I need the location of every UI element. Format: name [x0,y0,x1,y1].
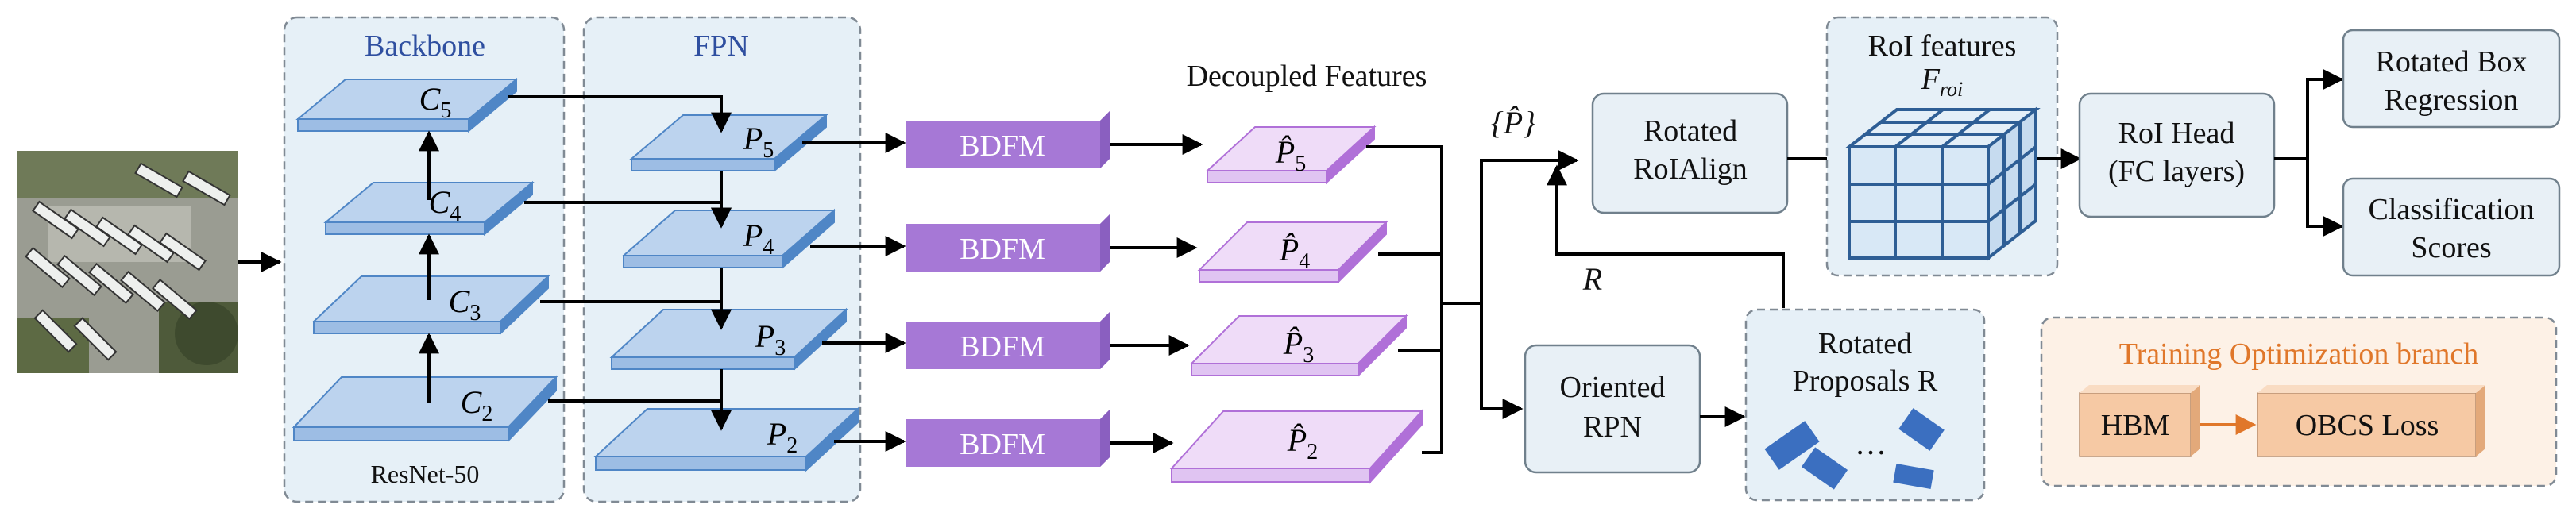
input-aerial-image [17,151,238,373]
c5-label: C5 [419,81,452,123]
decoupled-slab-p3: P̂3 [1189,314,1408,378]
backbone-slab-c3: C3 [311,274,550,336]
decoupled-slab-p4: P̂4 [1197,220,1388,284]
bdfm-block-4: BDFM [906,410,1110,467]
backbone-slab-c2: C2 [292,375,558,443]
fpn-title: FPN [693,29,749,63]
bdfm-block-1: BDFM [906,111,1110,168]
rotated-box-regression-box: Rotated Box Regression [2342,29,2561,129]
training-branch-title: Training Optimization branch [2119,337,2478,371]
r-label: R [1582,261,1602,297]
obcs-loss-box: OBCS Loss [2257,385,2485,457]
svg-text:RoI features: RoI features [1868,29,2017,63]
decoupled-slab-p2: P̂2 [1169,409,1424,484]
svg-text:(FC layers): (FC layers) [2108,155,2245,188]
svg-text:P̂4: P̂4 [1279,232,1310,274]
p3-label: P3 [755,318,786,360]
svg-text:Regression: Regression [2385,83,2519,117]
c2-label: C2 [461,384,493,426]
roi-feature-cube [1844,106,2041,262]
bdfm-block-3: BDFM [906,312,1110,369]
fpn-slab-p3: P3 [609,307,848,372]
fpn-to-bdfm-arrows [802,133,906,452]
svg-text:RPN: RPN [1583,410,1642,444]
svg-text:Classification: Classification [2369,193,2535,226]
backbone-title: Backbone [365,29,485,63]
svg-text:Proposals R: Proposals R [1793,364,1938,398]
p4-label: P4 [743,218,774,260]
roi-head-box: RoI Head (FC layers) [2078,92,2276,218]
fpn-slab-p4: P4 [621,208,836,270]
svg-text:Froi: Froi [1921,63,1964,101]
fpn-connections [508,95,732,431]
c3-label: C3 [449,283,481,325]
svg-text:RoI Head: RoI Head [2118,117,2235,150]
decoupled-title: Decoupled Features [1187,60,1427,93]
svg-text:Rotated: Rotated [1818,327,1912,360]
bdfm-to-decoupled-arrows [1110,134,1203,453]
svg-text:Rotated Box: Rotated Box [2375,45,2527,79]
svg-text:Oriented: Oriented [1560,371,1666,404]
training-branch-panel: Training Optimization branch HBM OBCS Lo… [2040,316,2558,487]
backbone-footer: ResNet-50 [371,460,480,488]
classification-scores-box: Classification Scores [2342,177,2561,277]
proposals-feedback-arrow [1547,164,1785,308]
svg-text:BDFM: BDFM [960,428,1045,461]
c4-label: C4 [429,184,462,226]
p5-label: P5 [743,121,774,163]
svg-text:BDFM: BDFM [960,129,1045,163]
p2-label: P2 [767,416,798,458]
svg-text:…: … [1855,426,1887,461]
svg-text:BDFM: BDFM [960,330,1045,364]
backbone-slab-c4: C4 [323,180,535,237]
svg-text:RoIAlign: RoIAlign [1633,152,1748,186]
feature-set-label: {P̂} [1491,105,1535,141]
fpn-slab-p5: P5 [629,113,828,173]
svg-text:HBM: HBM [2101,409,2170,442]
svg-text:BDFM: BDFM [960,233,1045,266]
svg-text:P̂2: P̂2 [1287,422,1318,464]
svg-text:P̂5: P̂5 [1275,134,1306,176]
rotated-roialign-box: Rotated RoIAlign [1591,92,1789,214]
svg-text:OBCS Loss: OBCS Loss [2296,409,2439,442]
oriented-rpn-box: Oriented RPN [1524,344,1701,474]
svg-text:Rotated: Rotated [1643,114,1737,148]
hbm-box: HBM [2079,385,2200,457]
backbone-slab-c5: C5 [295,77,519,133]
svg-text:P̂3: P̂3 [1283,325,1314,368]
fpn-slab-p2: P2 [593,406,860,472]
rotated-proposals-panel: Rotated Proposals R … [1744,308,1986,502]
head-output-arrows [2274,69,2344,237]
decoupled-merge-lines [1366,145,1579,454]
svg-text:Scores: Scores [2411,231,2491,264]
bdfm-block-2: BDFM [906,214,1110,272]
decoupled-slab-p5: P̂5 [1205,125,1377,185]
